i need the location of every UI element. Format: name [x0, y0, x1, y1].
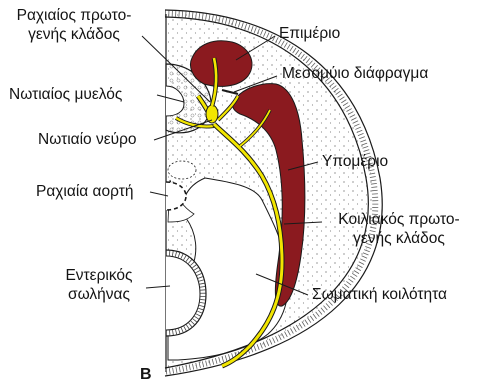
label-text: Υπομέριο — [322, 153, 388, 170]
label-text: Νωτιαίο νεύρο — [38, 131, 137, 148]
label-line: σωλήνας — [55, 285, 143, 304]
epimere-muscle — [191, 41, 253, 87]
label-ventral-primary-ramus: Κοιλιακός πρωτο- γενής κλάδος — [326, 210, 472, 248]
label-gut-tube: Εντερικός σωλήνας — [55, 266, 143, 304]
label-text: Ραχιαία αορτή — [36, 183, 133, 200]
sclerotome — [168, 161, 196, 179]
label-text: Μεσομύιο διάφραγμα — [282, 65, 428, 82]
label-intermuscular-septum: Μεσομύιο διάφραγμα — [282, 64, 428, 83]
label-text: Επιμέριο — [279, 25, 340, 42]
label-spinal-nerve: Νωτιαίο νεύρο — [38, 130, 137, 149]
label-body-cavity: Σωματική κοιλότητα — [312, 285, 447, 304]
label-hypomere: Υπομέριο — [322, 152, 388, 171]
label-line: Κοιλιακός πρωτο- — [326, 210, 472, 229]
label-line: γενής κλάδος — [2, 25, 146, 44]
panel-letter: B — [140, 366, 152, 384]
label-dorsal-primary-ramus: Ραχιαίος πρωτο- γενής κλάδος — [2, 6, 146, 44]
label-dorsal-aorta: Ραχιαία αορτή — [36, 182, 133, 201]
label-text: Σωματική κοιλότητα — [312, 286, 447, 303]
label-epimere: Επιμέριο — [279, 24, 340, 43]
label-line: Ραχιαίος πρωτο- — [2, 6, 146, 25]
label-line: γενής κλάδος — [326, 229, 472, 248]
label-spinal-cord: Νωτιαίος μυελός — [9, 85, 122, 104]
label-text: Νωτιαίος μυελός — [9, 86, 122, 103]
label-line: Εντερικός — [55, 266, 143, 285]
